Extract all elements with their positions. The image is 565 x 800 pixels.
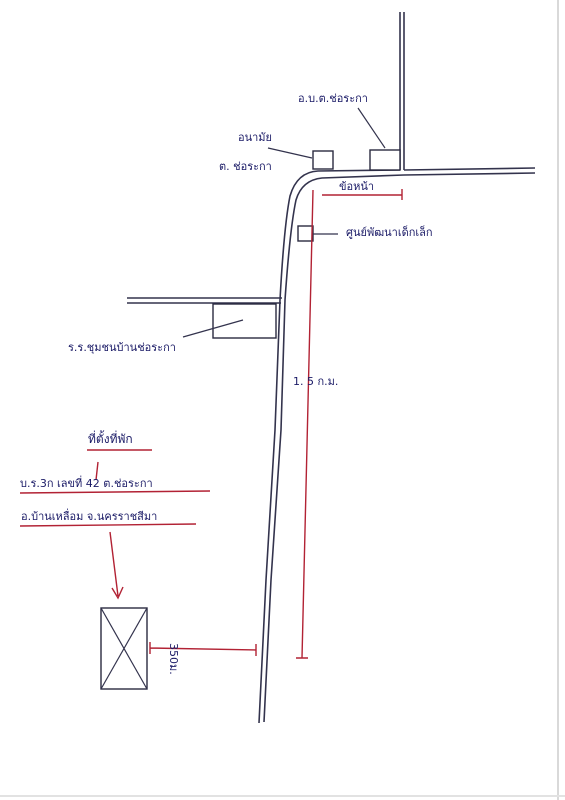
address-arrow — [109, 531, 124, 600]
school-leader — [182, 319, 244, 338]
school-label: ร.ร.ชุมชนบ้านช่อระกา — [68, 341, 176, 354]
main-road-right-edge — [263, 174, 405, 723]
distance-short-measure — [149, 642, 257, 656]
accommodation-cross-b — [100, 607, 148, 690]
page-edge-right — [557, 0, 559, 800]
east-road-bottom-edge — [403, 172, 536, 176]
main-road-left-edge — [258, 169, 401, 724]
address-line-2: อ.บ้านเหลื่อม จ.นครราชสีมา — [21, 510, 158, 523]
distance-short-label: 350ม. — [167, 643, 180, 675]
address-line-1: บ.ร.3ก เลขที่ 42 ต.ช่อระกา — [20, 477, 153, 490]
district-office-label: อ.บ.ต.ช่อระกา — [298, 92, 368, 105]
address-underline-2 — [19, 523, 197, 527]
health-center-label-line2: ต. ช่อระกา — [219, 160, 272, 173]
health-center-label-line1: อนามัย — [238, 131, 272, 144]
distance-main-measure — [296, 189, 403, 659]
location-title: ที่ตั้งที่พัก — [88, 432, 133, 446]
health-center-leader — [267, 147, 313, 159]
front-label: ข้อหน้า — [339, 180, 375, 193]
distance-main-label: 1. 5 ก.ม. — [293, 375, 339, 388]
child-center-building — [297, 225, 314, 242]
east-road-top-edge — [403, 167, 536, 171]
health-center-building — [312, 150, 334, 170]
child-center-label: ศูนย์พัฒนาเด็กเล็ก — [346, 226, 433, 239]
school-building — [212, 303, 277, 339]
district-office-building — [369, 149, 401, 171]
district-office-leader — [357, 107, 386, 149]
address-underline-1 — [19, 490, 211, 494]
page-edge-bottom — [0, 795, 565, 797]
address-tick — [95, 461, 99, 481]
